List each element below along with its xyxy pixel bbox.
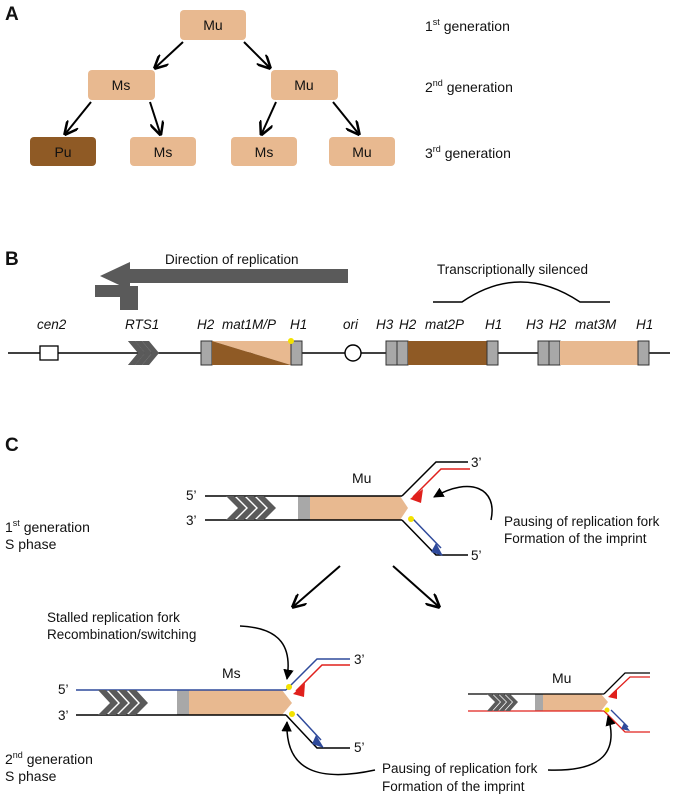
fork-gen1-arm-5prime: 5’ — [471, 548, 482, 563]
panel-b: B Direction of replication Transcription… — [5, 249, 670, 366]
cell-gen2-right-label: Mu — [294, 77, 313, 93]
label-h1-mat3: H1 — [636, 317, 653, 332]
panel-c: C 5’ 3’ Mu — [5, 435, 660, 794]
cell-gen2-left: Ms — [88, 70, 155, 100]
arrow-gen1-to-right — [243, 41, 269, 67]
arrow-right-to-mu — [332, 101, 358, 133]
fork-gen1-chevrons-icon — [226, 496, 276, 520]
mat1-p-half — [212, 341, 291, 365]
fork-ms: 5’ 3’ Ms 3’ 5’ — [58, 652, 365, 755]
label-ori: ori — [343, 317, 359, 332]
c-gen2-sphase: S phase — [5, 768, 57, 784]
fork-ms-arm-3prime: 3’ — [354, 652, 365, 667]
direction-of-replication-label: Direction of replication — [165, 252, 299, 267]
fork-mu-right-label: Mu — [552, 670, 571, 686]
cell-gen2-left-label: Ms — [112, 77, 131, 93]
fork-mu-right: Mu — [468, 670, 650, 733]
stalled-line1: Stalled replication fork — [47, 610, 180, 625]
pausing-top-line2: Formation of the imprint — [504, 531, 647, 546]
label-h2-mat2: H2 — [399, 317, 417, 332]
panel-a-letter: A — [5, 4, 19, 25]
cell-gen3-4-label: Mu — [352, 144, 371, 160]
label-h2-mat3: H2 — [549, 317, 567, 332]
fork-ms-arm-5prime: 5’ — [354, 740, 365, 755]
mat2p-locus — [385, 340, 499, 366]
cell-gen1-label: Mu — [203, 17, 222, 33]
label-rts1: RTS1 — [125, 317, 159, 332]
cell-gen3-2-label: Ms — [154, 144, 173, 160]
fork-ms-chevrons-icon — [98, 690, 148, 715]
fork-gen1-mu: Mu — [352, 470, 371, 486]
mat1-h1-box — [290, 340, 303, 366]
c-gen1-label: 1st generation — [5, 518, 90, 535]
fork-ms-label: Ms — [222, 665, 241, 681]
pausing-bottom-arrow-right — [547, 714, 616, 771]
mat1-h2-box — [200, 340, 213, 366]
label-h1-mat1: H1 — [290, 317, 307, 332]
fork-ms-3prime: 3’ — [58, 708, 69, 723]
arrow-to-mu-fork — [392, 565, 438, 606]
c-gen2-label: 2nd generation — [5, 750, 93, 767]
cell-gen1: Mu — [180, 10, 246, 40]
label-h3-mat2: H3 — [376, 317, 394, 332]
panel-c-letter: C — [5, 435, 19, 456]
generation-3-label: 3rd generation — [425, 144, 511, 161]
cell-gen3-3: Ms — [231, 137, 297, 166]
label-mat1: mat1M/P — [222, 317, 276, 332]
pausing-bottom-line2: Formation of the imprint — [382, 779, 525, 794]
arrow-left-to-pu — [66, 101, 92, 133]
stalled-arrow — [239, 625, 294, 681]
lineage-arrows — [66, 41, 358, 133]
transcriptionally-silenced-label: Transcriptionally silenced — [437, 262, 588, 277]
pausing-top-arrow — [433, 485, 493, 521]
cell-gen3-4: Mu — [329, 137, 395, 166]
fork-gen1: 5’ 3’ Mu 3’ — [186, 455, 482, 563]
stalled-line2: Recombination/switching — [47, 627, 196, 642]
fork-ms-5prime: 5’ — [58, 682, 69, 697]
ori-circle — [344, 344, 362, 362]
cen2-box — [39, 345, 59, 361]
generation-2-label: 2nd generation — [425, 78, 513, 95]
label-h2-mat1: H2 — [197, 317, 215, 332]
cell-gen3-1: Pu — [30, 137, 96, 166]
panel-a: A Mu Ms Mu Pu Ms Ms Mu — [5, 4, 513, 166]
arrow-gen1-to-left — [156, 41, 184, 67]
cell-gen3-1-label: Pu — [54, 144, 71, 160]
silenced-bracket — [433, 281, 610, 303]
arrow-left-to-ms — [149, 101, 160, 133]
pausing-bottom-arrow-left — [281, 720, 376, 776]
generation-1-label: 1st generation — [425, 17, 510, 34]
pausing-top-line1: Pausing of replication fork — [504, 514, 660, 529]
fork-gen1-3prime: 3’ — [186, 513, 197, 528]
pausing-bottom-line1: Pausing of replication fork — [382, 761, 538, 776]
fork-mu-right-chevrons-icon — [487, 694, 518, 711]
label-mat2p: mat2P — [425, 317, 464, 332]
fork-gen1-arm-3prime: 3’ — [471, 455, 482, 470]
c-gen1-sphase: S phase — [5, 536, 57, 552]
mat3m-locus — [537, 340, 650, 366]
cell-gen3-3-label: Ms — [255, 144, 274, 160]
cell-gen3-2: Ms — [130, 137, 196, 166]
arrow-right-to-ms — [262, 101, 277, 133]
rts1-block-icon — [95, 280, 138, 310]
label-mat3m: mat3M — [575, 317, 617, 332]
mat1-locus — [200, 338, 303, 366]
left-arrow-icon — [100, 262, 348, 290]
yellow-dot-icon — [288, 338, 294, 344]
arrow-to-ms-fork — [294, 565, 341, 606]
panel-b-letter: B — [5, 249, 19, 270]
label-h3-mat3: H3 — [526, 317, 544, 332]
cell-gen2-right: Mu — [271, 70, 338, 100]
label-h1-mat2: H1 — [485, 317, 502, 332]
label-cen2: cen2 — [37, 317, 67, 332]
fork-gen1-5prime: 5’ — [186, 488, 197, 503]
rts1-chevrons-icon — [128, 341, 159, 365]
